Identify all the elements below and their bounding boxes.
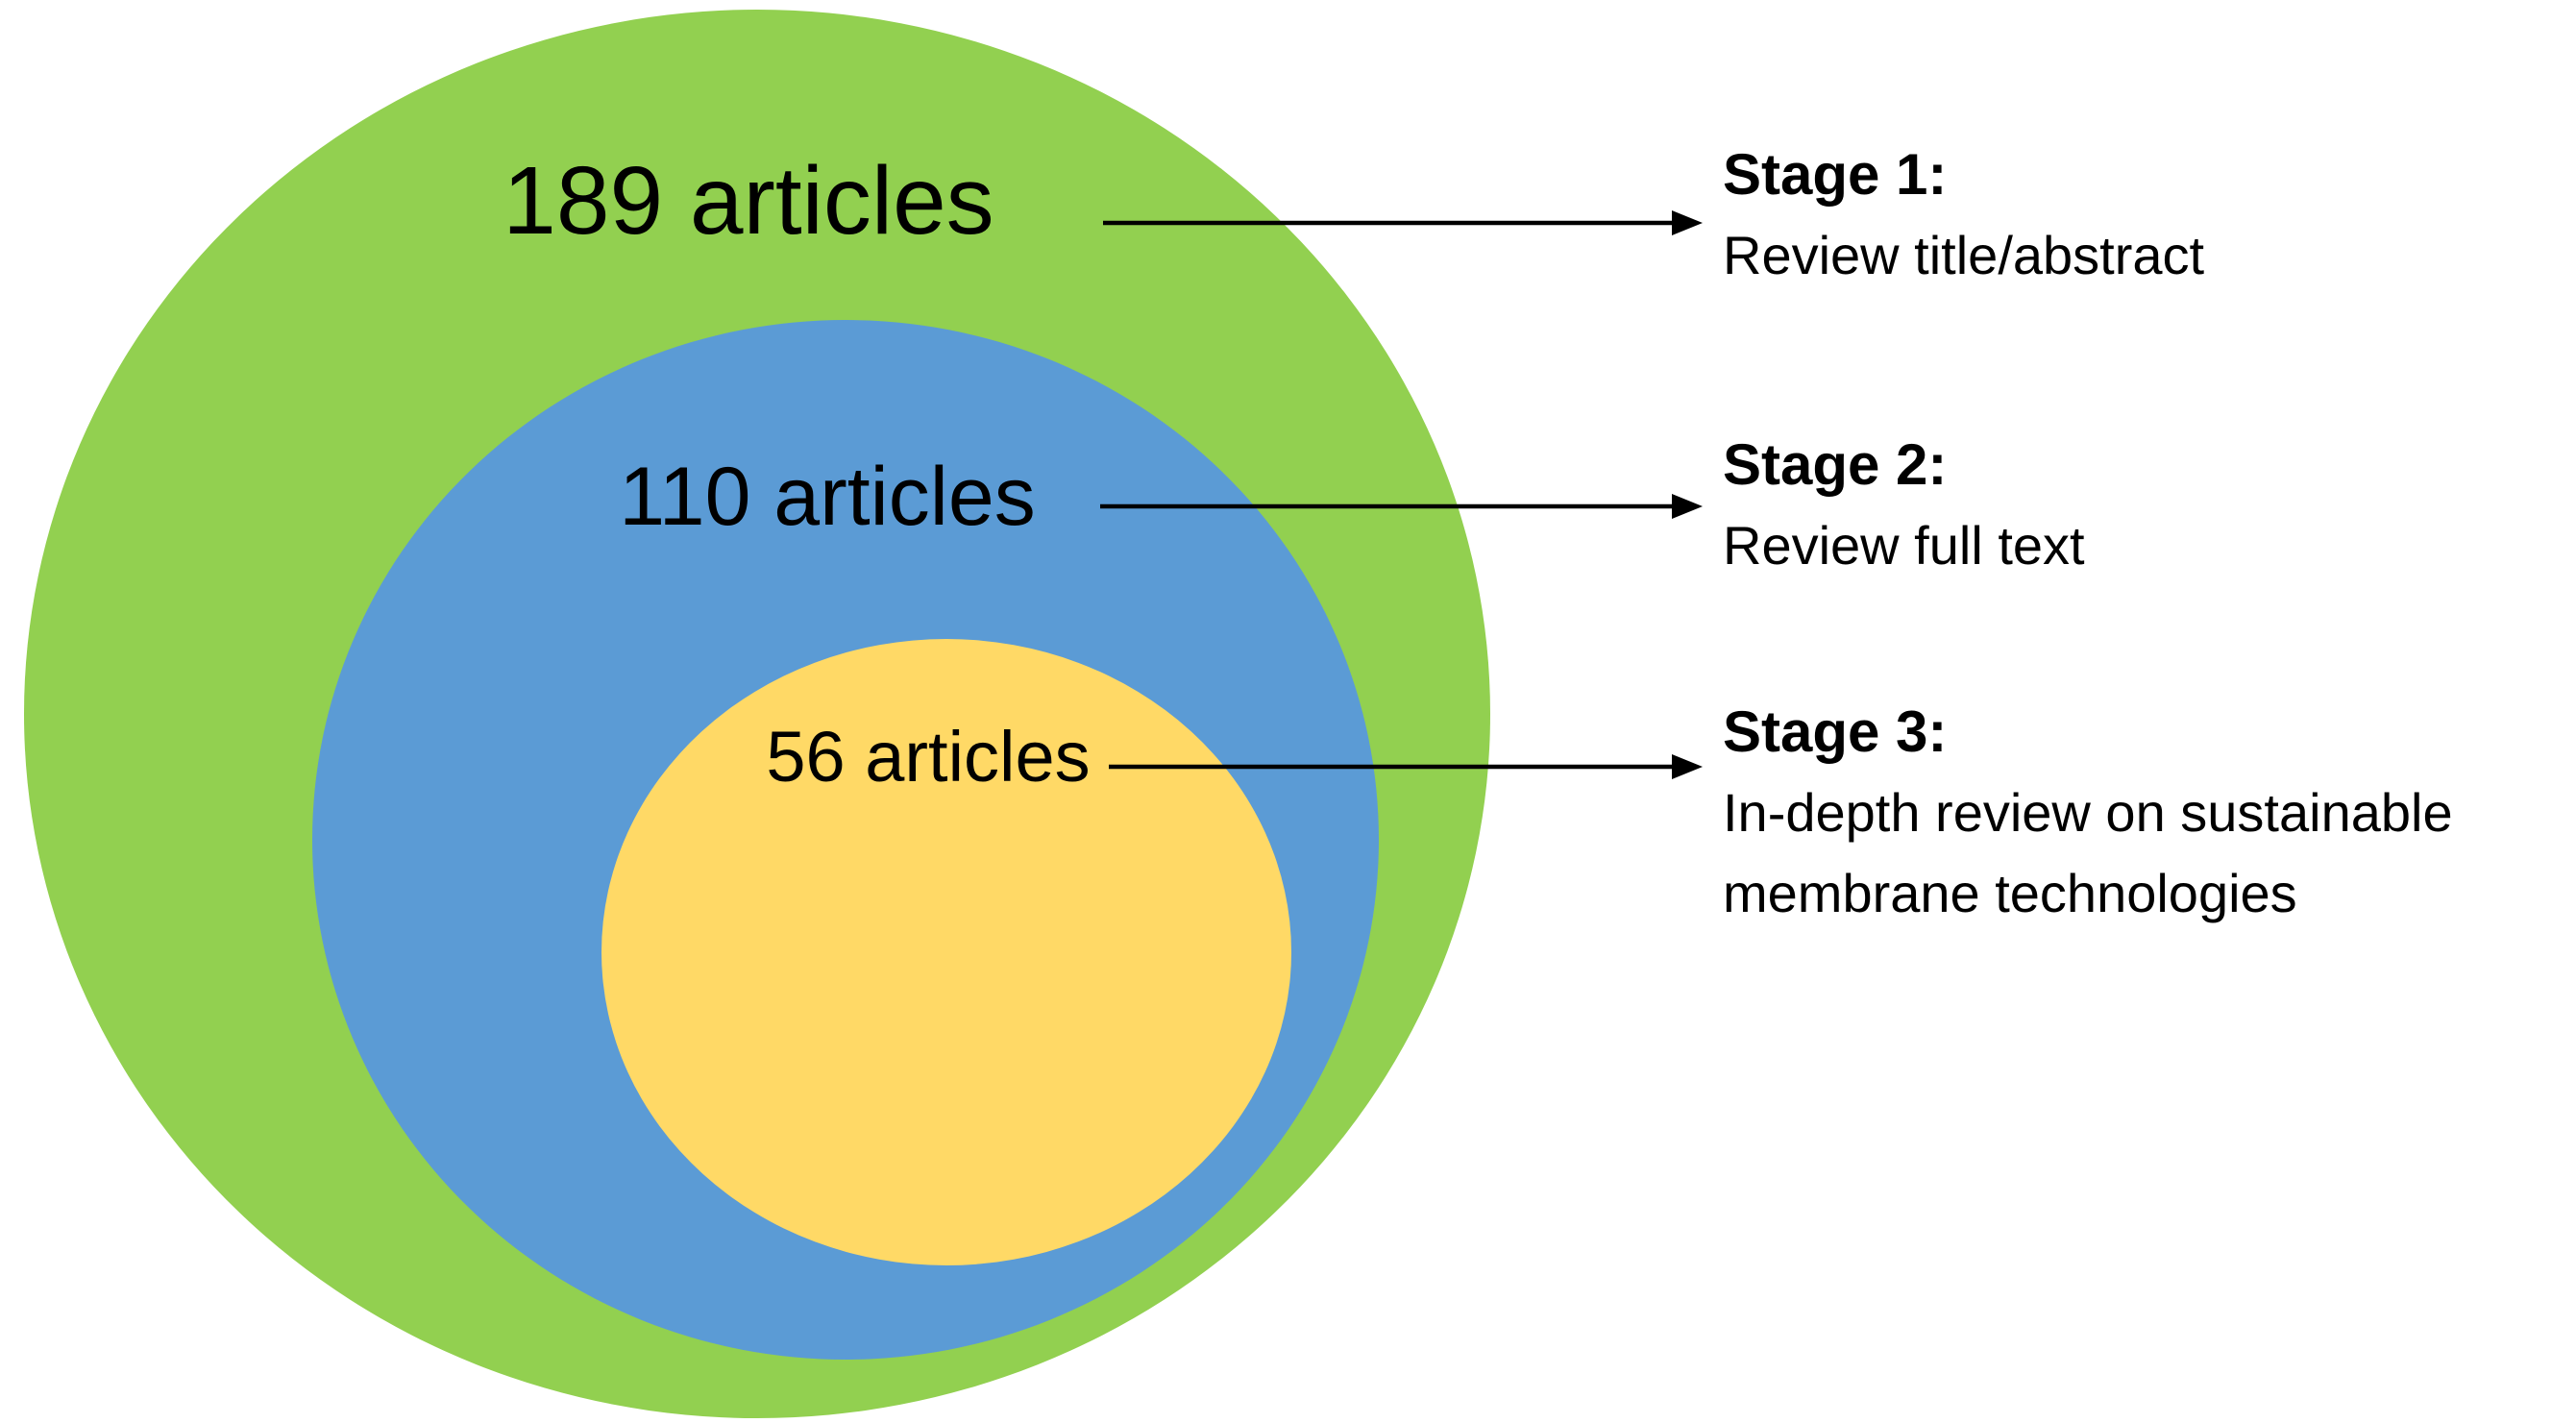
stage1-annotation: Stage 1: Review title/abstract — [1723, 135, 2576, 296]
stage3-inner-circle — [601, 639, 1291, 1265]
stage2-annotation: Stage 2: Review full text — [1723, 425, 2576, 586]
stage2-arrow — [1100, 494, 1703, 519]
stage2-description: Review full text — [1723, 515, 2085, 576]
stage3-arrow — [1109, 754, 1703, 779]
stage3-description: In-depth review on sustainable membrane … — [1723, 782, 2453, 923]
stage3-count-label: 56 articles — [766, 717, 1091, 797]
stage2-count-label: 110 articles — [619, 451, 1036, 543]
stage2-heading: Stage 2: — [1723, 432, 1948, 497]
stage1-description: Review title/abstract — [1723, 225, 2205, 285]
stage3-heading: Stage 3: — [1723, 699, 1948, 764]
stage1-heading: Stage 1: — [1723, 142, 1948, 207]
stage1-count-label: 189 articles — [503, 147, 994, 255]
stage3-annotation: Stage 3: In-depth review on sustainable … — [1723, 692, 2576, 934]
stage1-arrow — [1103, 210, 1703, 235]
